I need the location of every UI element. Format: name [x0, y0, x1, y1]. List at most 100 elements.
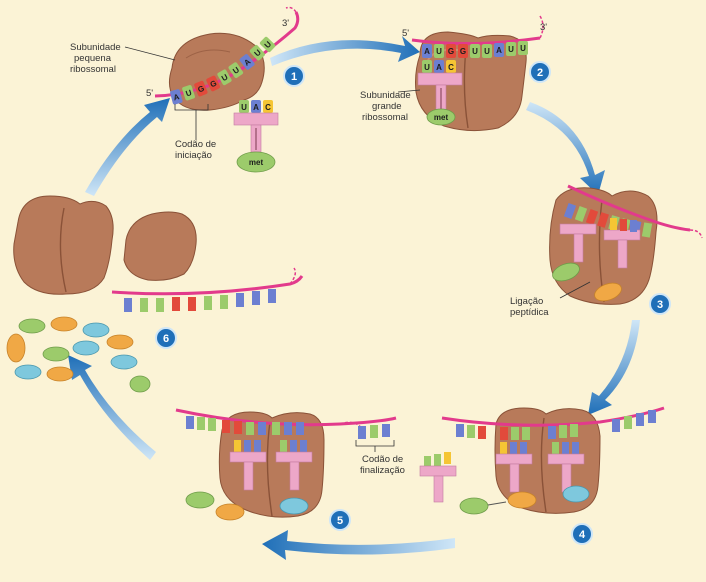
polypeptide-chain: [6, 316, 151, 393]
stop-codon-label: Codão de finalização: [355, 440, 405, 476]
step-badge-6: [155, 327, 177, 349]
initiator-trna: U A C met: [233, 100, 279, 173]
arrow-step1-to-2: [270, 36, 420, 66]
step-badge-5: [329, 509, 351, 531]
peptide-bond-label: Ligação peptídica: [510, 281, 591, 318]
step-badge-3: [649, 293, 671, 315]
trnas-step4: [419, 442, 585, 503]
svg-text:C: C: [448, 63, 454, 72]
svg-text:ribossomal: ribossomal: [70, 64, 116, 75]
step-6-release: 6: [6, 195, 304, 393]
mrna-strand-step5: [175, 408, 397, 427]
base: U: [185, 88, 193, 98]
mrna-bases-step4: [456, 410, 656, 440]
arrow-step4-to-5: [262, 530, 455, 560]
step-number: 2: [537, 67, 543, 79]
step-badge-2: [529, 61, 551, 83]
svg-text:A: A: [424, 47, 430, 56]
arrow-step6-to-1: [85, 98, 170, 196]
svg-text:U: U: [436, 47, 442, 56]
svg-text:G: G: [448, 47, 454, 56]
trnas-step3: [559, 218, 641, 269]
ribosome-step5: [218, 411, 325, 518]
svg-text:G: G: [460, 47, 466, 56]
step-number: 4: [579, 529, 586, 541]
step-5-termination: Codão de finalização 5: [175, 408, 405, 531]
svg-text:Subunidade: Subunidade: [360, 90, 411, 101]
five-prime-label: 5': [146, 88, 153, 99]
svg-text:finalização: finalização: [360, 465, 405, 476]
svg-text:U: U: [508, 45, 514, 54]
amino-acid-orange: [594, 282, 622, 302]
mrna-bases-step6: [124, 289, 276, 312]
small-subunit-label: Subunidade pequena ribossomal: [70, 42, 176, 75]
base: U: [263, 39, 274, 50]
svg-text:U: U: [472, 47, 478, 56]
arrow-step5-to-6: [68, 355, 156, 460]
trnas-step5: [229, 440, 313, 491]
amino-acid-met: [236, 151, 276, 173]
svg-text:U: U: [484, 47, 490, 56]
step-number: 1: [291, 71, 297, 83]
step-badge-1: [283, 65, 305, 87]
amino-acid-blue: [562, 485, 590, 503]
amino-acid-green: [185, 491, 215, 509]
svg-text:U: U: [424, 63, 430, 72]
svg-text:iniciação: iniciação: [175, 150, 212, 161]
svg-text:U: U: [520, 44, 526, 53]
large-subunit-label: Subunidade grande ribossomal: [360, 89, 421, 123]
mrna-strand-step3: [567, 184, 691, 232]
amino-acid-green: [552, 262, 580, 282]
cycle-arrows: [68, 36, 640, 560]
anticodon-base: C: [265, 103, 271, 112]
base: U: [220, 72, 230, 83]
step-3-peptide-bond: Ligação peptídica 3: [510, 184, 703, 318]
arrow-step2-to-3: [526, 102, 605, 195]
step-number: 6: [163, 333, 169, 345]
mrna-bases-step2: A U G G U U A U U: [422, 41, 528, 58]
base: A: [172, 92, 180, 102]
amino-acid-orange: [507, 491, 537, 509]
trna-in-p-site: U A C met: [417, 60, 463, 126]
amino-acid-label: met: [249, 158, 264, 167]
anticodon-base: U: [241, 103, 247, 112]
base: U: [253, 48, 263, 59]
anticodon-base: A: [253, 103, 259, 112]
svg-text:Subunidade: Subunidade: [70, 42, 121, 53]
base: U: [231, 65, 241, 76]
five-prime-label: 5': [402, 28, 409, 39]
start-codon-label: Codão de iniciação: [174, 104, 216, 161]
base: G: [209, 79, 219, 90]
small-ribosomal-subunit: [168, 32, 265, 111]
svg-text:A: A: [436, 63, 442, 72]
svg-text:grande: grande: [372, 101, 402, 112]
base: A: [242, 57, 252, 68]
mrna-bases-step1: A U G G U U A U U: [170, 36, 276, 105]
mrna-bases-step5: [186, 416, 390, 439]
svg-text:A: A: [496, 46, 502, 55]
three-prime-label: 3': [540, 22, 547, 33]
large-subunit-released: [13, 195, 114, 295]
amino-acid-blue: [279, 497, 309, 515]
svg-text:pequena: pequena: [74, 53, 112, 64]
step-number: 3: [657, 299, 663, 311]
svg-text:Codão de: Codão de: [175, 139, 216, 150]
mrna-released: [111, 275, 304, 296]
svg-text:Codão de: Codão de: [362, 454, 403, 465]
mrna-strand-step2: [411, 36, 541, 46]
amino-acid-label: met: [434, 113, 449, 122]
svg-text:ribossomal: ribossomal: [362, 112, 408, 123]
svg-text:Ligação: Ligação: [510, 296, 543, 307]
amino-acid-green: [459, 497, 489, 515]
svg-text:peptídica: peptídica: [510, 307, 549, 318]
step-4-translocation: 4: [419, 406, 665, 545]
step-2-large-subunit-binds: 5' 3' A U G G U U A U U U A C met Subuni…: [360, 15, 551, 132]
amino-acid-orange: [215, 503, 245, 521]
step-number: 5: [337, 515, 343, 527]
three-prime-label: 3': [282, 18, 289, 29]
step-1-initiation: A U G G U U A U U 5' 3' Subunidade peque…: [70, 6, 305, 173]
base: G: [196, 84, 205, 95]
small-subunit-released: [123, 211, 197, 281]
